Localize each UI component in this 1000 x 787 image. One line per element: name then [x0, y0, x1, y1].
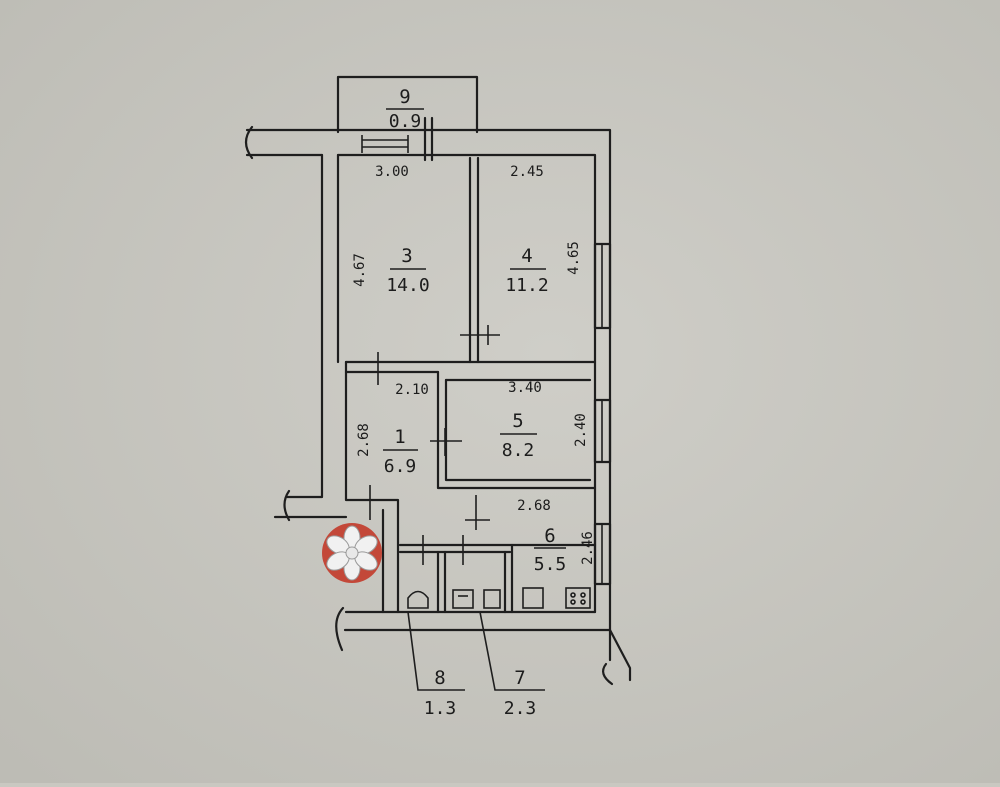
flower-stamp-icon: [322, 523, 382, 583]
room-6-number: 6: [544, 525, 555, 547]
room-6-area: 5.5: [534, 554, 567, 575]
room-1-area: 6.9: [384, 456, 417, 477]
room-labels: 9 0.9 3 14.0 4 11.2 1 6.9 5 8.2 6 5.5 8 …: [383, 86, 566, 719]
room-7-area: 2.3: [504, 698, 537, 719]
dimension-4-65: 4.65: [566, 241, 582, 275]
dimension-2-46: 2.46: [580, 531, 596, 565]
room-5-number: 5: [512, 410, 523, 432]
dimension-2-68-left: 2.68: [356, 423, 372, 457]
room-8-number: 8: [434, 667, 445, 689]
dimension-4-67: 4.67: [352, 253, 368, 287]
toilet-icon: [407, 590, 429, 609]
dimension-labels: 3.00 2.45 4.67 4.65 2.10 3.40 2.68 2.40 …: [352, 164, 596, 565]
dimension-3-00: 3.00: [375, 164, 409, 180]
dimension-3-40: 3.40: [508, 380, 542, 396]
room-8-area: 1.3: [424, 698, 457, 719]
room-4-number: 4: [521, 245, 532, 267]
bath-icon: [483, 589, 501, 609]
dimension-2-45: 2.45: [510, 164, 544, 180]
dimension-2-68-bottom: 2.68: [517, 498, 551, 514]
room-7-number: 7: [514, 667, 525, 689]
room-3-area: 14.0: [386, 275, 429, 296]
fixtures: [407, 587, 591, 609]
stove-icon: [565, 587, 591, 609]
sink-icon: [452, 589, 474, 609]
room-5-area: 8.2: [502, 440, 535, 461]
room-4-area: 11.2: [505, 275, 548, 296]
kitchen-sink-icon: [522, 587, 544, 609]
room-9-number: 9: [399, 86, 410, 108]
room-3-number: 3: [401, 245, 412, 267]
room-9-area: 0.9: [389, 111, 422, 132]
leader-lines: [407, 611, 545, 691]
windows: [593, 242, 612, 586]
dimension-2-40: 2.40: [573, 413, 589, 447]
balcony-walls: [336, 75, 479, 162]
room-1-number: 1: [394, 426, 405, 448]
dimension-2-10: 2.10: [395, 382, 429, 398]
interior-walls: [344, 156, 597, 614]
